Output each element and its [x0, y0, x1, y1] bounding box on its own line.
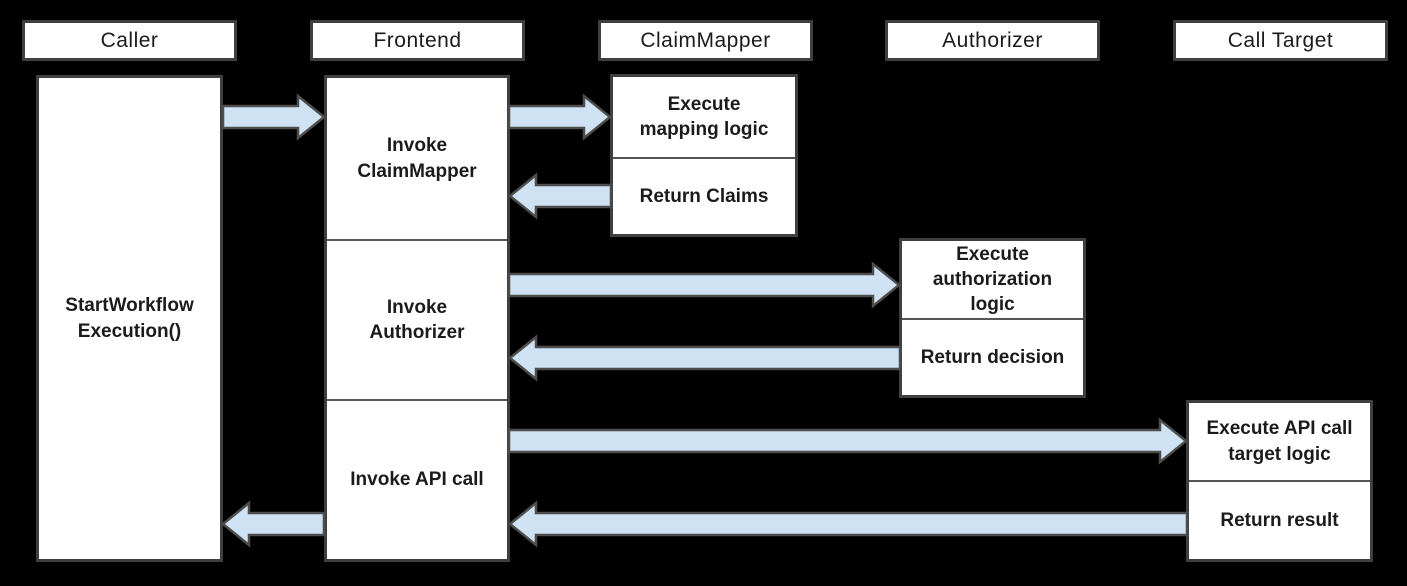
authorizer-step-execute-authorization-logic: Execute authorization logic — [902, 241, 1083, 318]
calltarget-step-label: Execute API call target logic — [1206, 418, 1353, 465]
activation-frontend: Invoke ClaimMapper Invoke Authorizer Inv… — [324, 75, 510, 562]
arrow-frontend-to-calltarget-icon — [507, 417, 1188, 465]
arrow-caller-to-frontend-icon — [221, 93, 326, 141]
claimmapper-step-label: Execute mapping logic — [639, 93, 769, 140]
actor-header-caller: Caller — [22, 20, 237, 61]
frontend-step-invoke-claimmapper: Invoke ClaimMapper — [327, 78, 507, 239]
authorizer-step-label: Return decision — [920, 346, 1065, 368]
arrow-frontend-return-to-caller-icon — [221, 500, 326, 548]
actor-label-authorizer: Authorizer — [942, 28, 1043, 52]
calltarget-step-execute-api-call-target-logic: Execute API call target logic — [1189, 403, 1370, 480]
actor-header-frontend: Frontend — [310, 20, 525, 61]
activation-authorizer: Execute authorization logic Return decis… — [899, 238, 1086, 398]
caller-step-startworkflow: StartWorkflow Execution() — [39, 78, 220, 559]
actor-header-claimmapper: ClaimMapper — [598, 20, 813, 61]
authorizer-step-return-decision: Return decision — [902, 318, 1083, 395]
activation-claimmapper: Execute mapping logic Return Claims — [610, 74, 798, 237]
actor-header-authorizer: Authorizer — [885, 20, 1100, 61]
activation-caller: StartWorkflow Execution() — [36, 75, 223, 562]
claimmapper-step-return-claims: Return Claims — [613, 157, 795, 234]
authorizer-step-label: Execute authorization logic — [932, 243, 1053, 316]
actor-label-caller: Caller — [100, 28, 159, 52]
arrow-frontend-to-claimmapper-icon — [507, 93, 612, 141]
frontend-step-invoke-api-call: Invoke API call — [327, 399, 507, 559]
actor-label-calltarget: Call Target — [1227, 28, 1334, 52]
actor-label-claimmapper: ClaimMapper — [640, 28, 771, 52]
frontend-step-label: Invoke ClaimMapper — [357, 135, 477, 182]
calltarget-step-return-result: Return result — [1189, 480, 1370, 559]
frontend-step-invoke-authorizer: Invoke Authorizer — [327, 239, 507, 399]
activation-calltarget: Execute API call target logic Return res… — [1186, 400, 1373, 562]
frontend-step-label: Invoke Authorizer — [369, 296, 465, 343]
claimmapper-step-label: Return Claims — [639, 185, 769, 207]
arrow-claimmapper-return-to-frontend-icon — [508, 172, 613, 220]
arrow-calltarget-return-to-frontend-icon — [508, 500, 1189, 548]
frontend-step-label: Invoke API call — [350, 469, 484, 491]
arrow-frontend-to-authorizer-icon — [507, 261, 901, 309]
arrow-authorizer-return-to-frontend-icon — [508, 334, 902, 382]
caller-step-label: StartWorkflow Execution() — [65, 295, 194, 342]
claimmapper-step-execute-mapping-logic: Execute mapping logic — [613, 77, 795, 157]
actor-label-frontend: Frontend — [373, 28, 462, 52]
calltarget-step-label: Return result — [1220, 509, 1339, 531]
actor-header-calltarget: Call Target — [1173, 20, 1388, 61]
